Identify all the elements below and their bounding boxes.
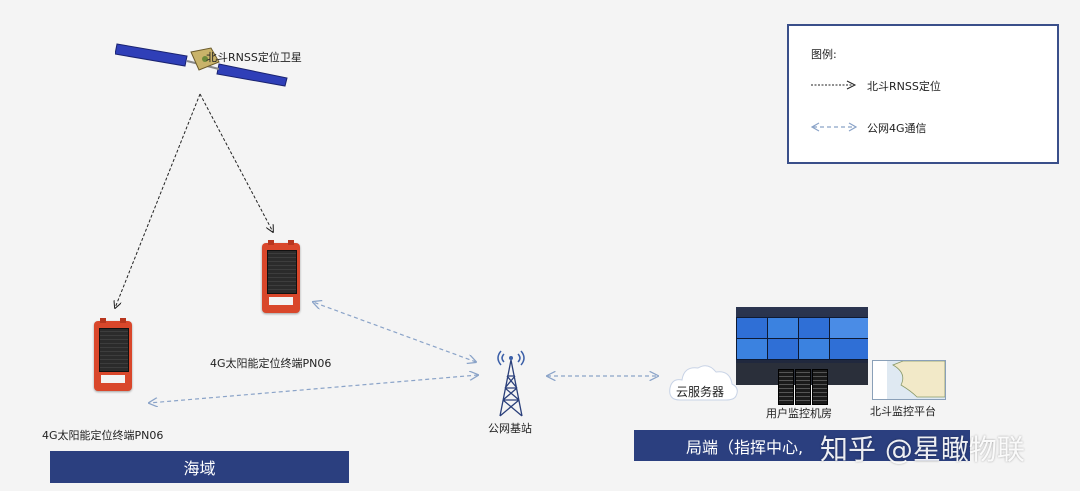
cloud-icon — [669, 365, 738, 401]
legend-comm-label: 公网4G通信 — [867, 122, 927, 135]
server-room-label: 用户监控机房 — [766, 407, 832, 420]
beidou-arrow-left — [115, 93, 201, 308]
watermark: 知乎 @星瞰物联 — [820, 433, 1025, 466]
tower-label: 公网基站 — [488, 422, 532, 435]
legend-title: 图例: — [811, 48, 837, 61]
comm-arrow-upper — [313, 302, 476, 362]
command-center-band: 局端（指挥中心, — [634, 430, 970, 461]
platform-label: 北斗监控平台 — [870, 405, 936, 418]
solar-terminal-lower — [94, 318, 132, 391]
device-upper-label: 4G太阳能定位终端PN06 — [210, 357, 332, 370]
sea-area-band: 海域 — [50, 451, 349, 483]
cloud-label: 云服务器 — [676, 385, 725, 399]
command-center-label: 局端（指挥中心, — [686, 437, 804, 457]
satellite-icon — [115, 43, 288, 87]
legend-beidou-label: 北斗RNSS定位 — [867, 80, 941, 93]
satellite-label: 北斗RNSS定位卫星 — [206, 51, 302, 64]
server-icon-3 — [812, 369, 828, 405]
platform-screen — [872, 360, 946, 400]
legend-box: 图例: 北斗RNSS定位 公网4G通信 — [787, 24, 1059, 164]
server-icon-1 — [778, 369, 794, 405]
cell-tower-icon — [497, 350, 525, 417]
comm-arrow-lower — [149, 375, 478, 403]
beidou-arrow-right — [199, 93, 273, 232]
server-icon-2 — [795, 369, 811, 405]
device-lower-label: 4G太阳能定位终端PN06 — [42, 429, 164, 442]
solar-terminal-upper — [262, 240, 300, 313]
